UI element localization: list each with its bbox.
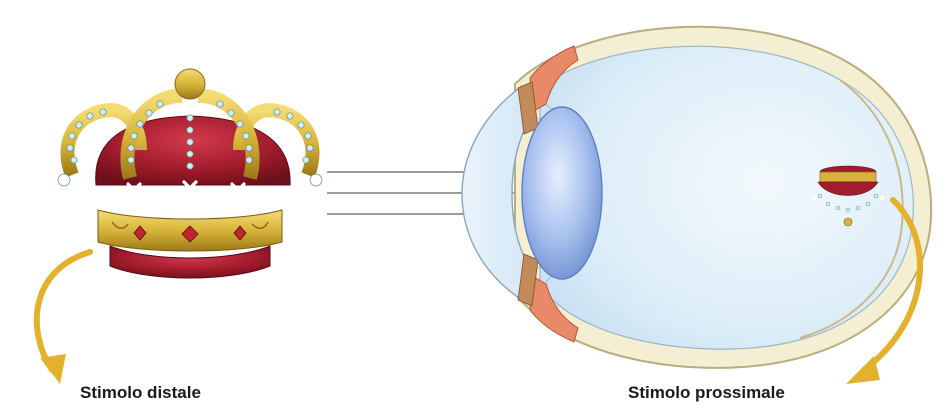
crown-pearl-band bbox=[106, 199, 279, 215]
distal-stimulus-label: Stimolo distale bbox=[80, 383, 201, 403]
crown-icon bbox=[58, 69, 322, 278]
arrow-proximal-head bbox=[846, 356, 880, 384]
arrow-distal-head bbox=[40, 354, 66, 384]
arrow-distal-shaft bbox=[37, 252, 90, 370]
eye-lens bbox=[522, 107, 602, 279]
proximal-stimulus-label: Stimolo prossimale bbox=[628, 383, 785, 403]
eye-icon bbox=[462, 27, 931, 368]
curved-arrow-icon bbox=[37, 252, 90, 384]
crown-orb bbox=[175, 69, 205, 99]
